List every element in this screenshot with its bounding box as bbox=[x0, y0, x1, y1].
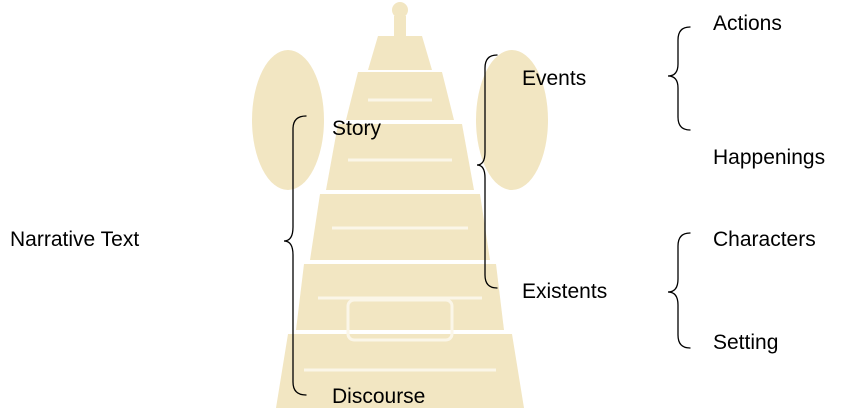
seal-watermark bbox=[252, 2, 548, 408]
brace-narrative-text bbox=[283, 115, 307, 396]
brace-events bbox=[667, 26, 691, 131]
node-characters: Characters bbox=[713, 228, 816, 251]
node-discourse: Discourse bbox=[332, 385, 426, 408]
brace-story bbox=[476, 54, 498, 289]
node-happenings: Happenings bbox=[713, 146, 826, 169]
node-events: Events bbox=[522, 67, 587, 90]
node-setting: Setting bbox=[713, 331, 779, 354]
node-story: Story bbox=[332, 117, 382, 140]
brace-existents bbox=[667, 232, 691, 349]
node-narrative-text: Narrative Text bbox=[10, 228, 140, 251]
node-existents: Existents bbox=[522, 280, 608, 303]
node-actions: Actions bbox=[713, 12, 782, 35]
